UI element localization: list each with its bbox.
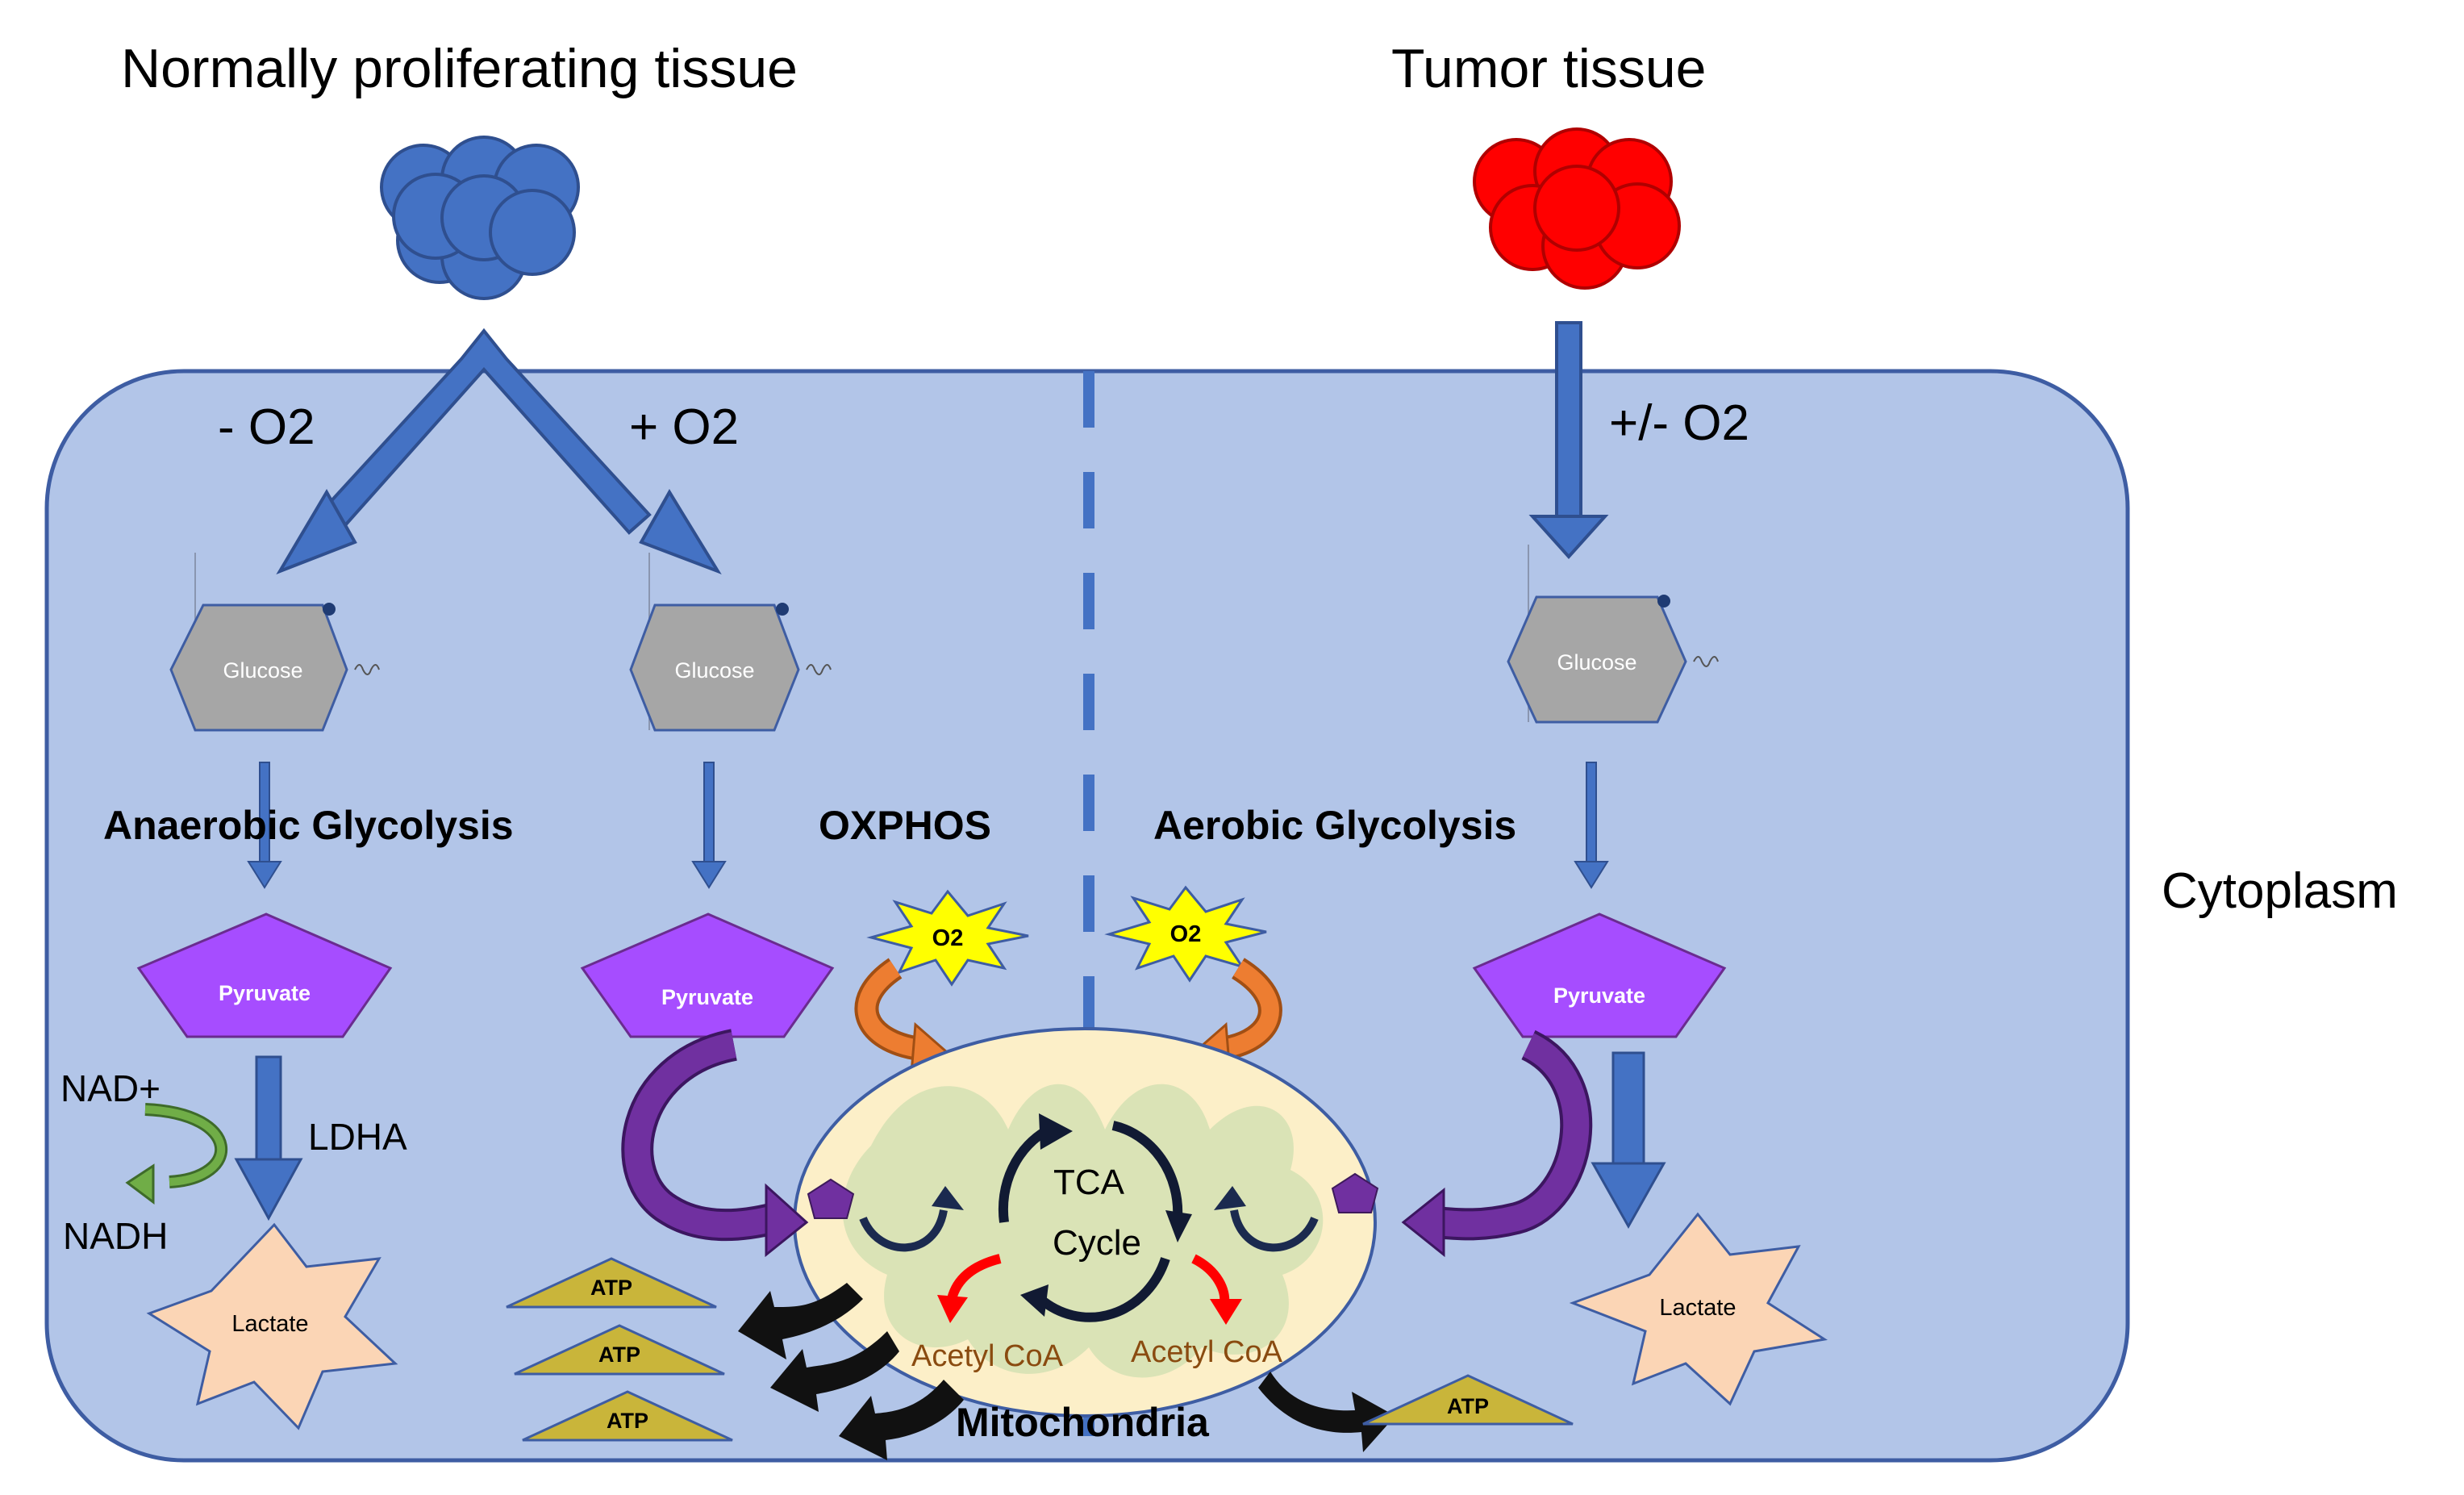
normal-cell-cluster-icon (380, 136, 580, 300)
svg-text:Glucose: Glucose (1557, 650, 1636, 674)
label-nadh: NADH (63, 1215, 168, 1257)
black-swoosh-arrows (738, 1283, 1395, 1460)
svg-text:Lactate: Lactate (231, 1311, 308, 1337)
label-anaerobic-glycolysis: Anaerobic Glycolysis (103, 803, 514, 848)
svg-text:Glucose: Glucose (223, 658, 302, 683)
svg-text:Pyruvate: Pyruvate (661, 985, 753, 1009)
svg-text:ATP: ATP (607, 1409, 648, 1433)
o2-burst-left: O2 (866, 889, 1029, 987)
svg-text:ATP: ATP (598, 1343, 640, 1367)
purple-curved-arrow-left (621, 1029, 809, 1258)
label-mitochondria: Mitochondria (956, 1400, 1210, 1445)
svg-text:O2: O2 (1170, 921, 1202, 947)
svg-text:Glucose: Glucose (674, 658, 754, 683)
atp-triangle-4: ATP (1362, 1374, 1574, 1426)
atp-triangle-3: ATP (522, 1390, 733, 1442)
glucose-to-pyruvate-arrows (247, 762, 1609, 889)
purple-curved-arrow-right (1401, 1029, 1593, 1258)
svg-text:Lactate: Lactate (1659, 1295, 1736, 1321)
title-normal-tissue: Normally proliferating tissue (121, 38, 798, 99)
pyruvate-middle: Pyruvate (580, 912, 835, 1038)
label-plus-minus-o2: +/- O2 (1609, 395, 1749, 451)
label-aerobic-glycolysis: Aerobic Glycolysis (1153, 803, 1516, 848)
lactate-right: Lactate (1569, 1212, 1828, 1406)
pyruvate-mini-left (807, 1178, 855, 1219)
lactate-left: Lactate (146, 1222, 398, 1430)
red-acetyl-arrows (937, 1254, 1242, 1325)
atp-triangle-1: ATP (506, 1257, 717, 1309)
title-tumor-tissue: Tumor tissue (1391, 38, 1706, 99)
label-oxphos: OXPHOS (819, 803, 991, 848)
pyruvate-left: Pyruvate (136, 912, 393, 1038)
svg-text:Pyruvate: Pyruvate (219, 981, 311, 1005)
tca-label-line1: TCA (1053, 1163, 1125, 1202)
split-oxygen-arrow (276, 328, 722, 574)
glucose-molecule-middle: Glucose (629, 553, 832, 732)
tumor-cell-cluster-icon (1473, 127, 1681, 290)
label-plus-o2: + O2 (629, 399, 739, 455)
tumor-down-arrow (1528, 321, 1609, 559)
glucose-molecule-right: Glucose (1507, 545, 1719, 724)
atp-triangle-2: ATP (514, 1324, 725, 1376)
label-ldha: LDHA (308, 1116, 407, 1158)
glucose-molecule-left: Glucose (169, 553, 380, 732)
svg-text:O2: O2 (932, 925, 964, 951)
tca-label-line2: Cycle (1053, 1223, 1141, 1263)
nad-green-curved-arrow (125, 1103, 228, 1205)
pyruvate-right: Pyruvate (1472, 912, 1727, 1038)
pyruvate-to-lactate-arrows (234, 1051, 1666, 1230)
label-cytoplasm: Cytoplasm (2162, 863, 2398, 919)
pyruvate-mini-right (1331, 1172, 1379, 1213)
label-nad-plus: NAD+ (60, 1067, 161, 1109)
svg-text:ATP: ATP (590, 1276, 632, 1300)
svg-text:Pyruvate: Pyruvate (1553, 983, 1645, 1008)
acetyl-coa-right: Acetyl CoA (1131, 1335, 1283, 1369)
svg-text:ATP: ATP (1447, 1394, 1489, 1418)
label-minus-o2: - O2 (218, 399, 315, 455)
tca-cycle-arrows (998, 1113, 1192, 1322)
o2-burst-right: O2 (1104, 885, 1267, 983)
acetyl-coa-left: Acetyl CoA (911, 1339, 1064, 1373)
mito-curl-arrows (859, 1186, 1319, 1252)
